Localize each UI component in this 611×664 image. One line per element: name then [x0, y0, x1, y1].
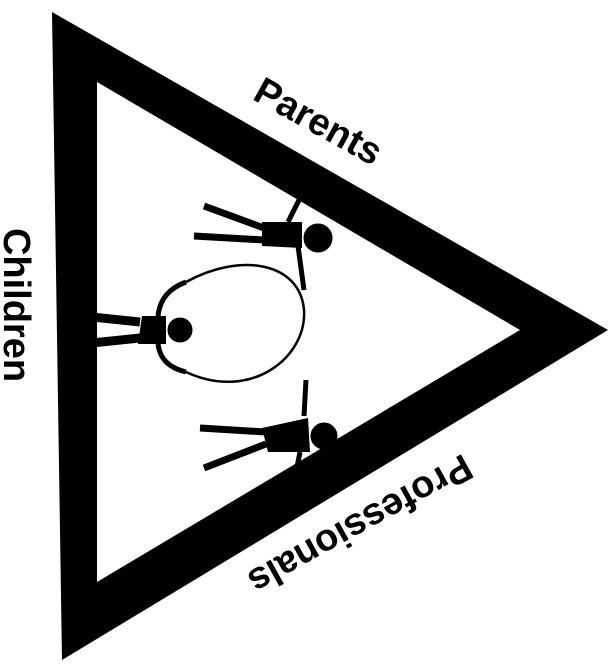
joined-arms-circle-icon	[186, 265, 304, 382]
child-figure-icon	[82, 282, 192, 372]
parent-figure-icon	[194, 198, 332, 290]
children-label: Children	[0, 228, 35, 382]
